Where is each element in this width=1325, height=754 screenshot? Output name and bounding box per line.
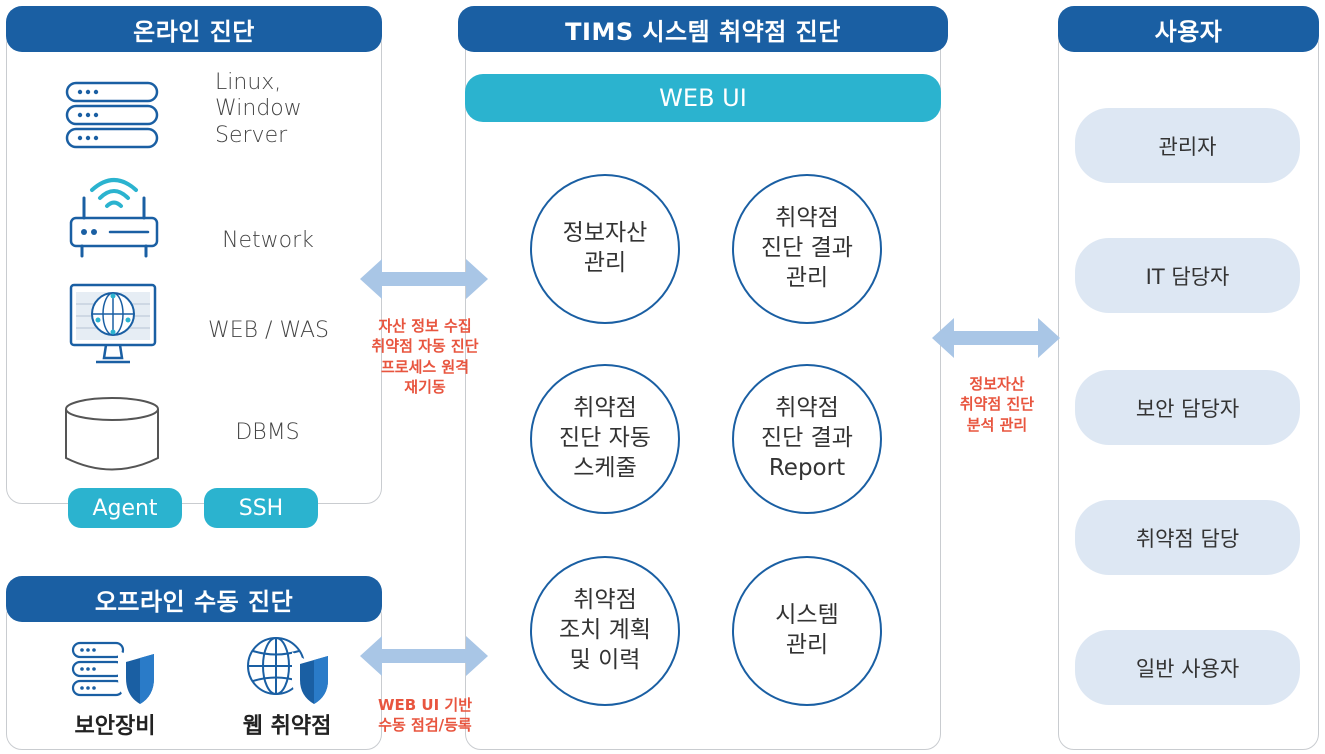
web-ui-bar: WEB UI [465,74,941,122]
function-system-management: 시스템 관리 [732,556,882,706]
source-label-dbms: DBMS [235,420,300,445]
double-arrow-offline [360,636,488,676]
web-globe-shield-icon [247,637,332,708]
function-asset-management: 정보자산 관리 [530,174,680,324]
source-label-network: Network [222,228,314,253]
function-result-report: 취약점 진단 결과 Report [732,364,882,514]
user-general: 일반 사용자 [1075,630,1300,705]
server-rack-icon [65,81,159,149]
function-action-plan-history: 취약점 조치 계획 및 이력 [530,556,680,706]
security-server-shield-icon [71,641,158,708]
offline-item-web-vulnerability: 웹 취약점 [242,714,332,739]
wifi-router-icon [69,178,159,258]
online-diagnosis-panel [6,28,382,504]
offline-diagnosis-header: 오프라인 수동 진단 [6,576,382,622]
double-arrow-users [932,318,1060,358]
web-monitor-icon [69,283,157,364]
users-header: 사용자 [1058,6,1319,52]
offline-item-security-device: 보안장비 [74,714,156,739]
user-vulnerability-manager: 취약점 담당 [1075,500,1300,575]
function-result-management: 취약점 진단 결과 관리 [732,174,882,324]
note-offline-flow: WEB UI 기반 수동 점검/등록 [377,696,473,735]
tims-header: TIMS 시스템 취약점 진단 [458,6,948,52]
source-label-server: Linux, Window Server [215,70,302,148]
user-security-manager: 보안 담당자 [1075,370,1300,445]
agent-badge: Agent [68,488,182,528]
function-auto-schedule: 취약점 진단 자동 스케줄 [530,364,680,514]
user-admin: 관리자 [1075,108,1300,183]
online-diagnosis-header: 온라인 진단 [6,6,382,52]
note-user-flow: 정보자산 취약점 진단 분석 관리 [959,375,1035,434]
database-icon [65,397,159,471]
ssh-badge: SSH [204,488,318,528]
user-it-manager: IT 담당자 [1075,238,1300,313]
source-label-web-was: WEB / WAS [207,318,330,343]
note-online-flow: 자산 정보 수집 취약점 자동 진단 프로세스 원격 재기동 [371,317,479,396]
double-arrow-online [360,259,488,299]
